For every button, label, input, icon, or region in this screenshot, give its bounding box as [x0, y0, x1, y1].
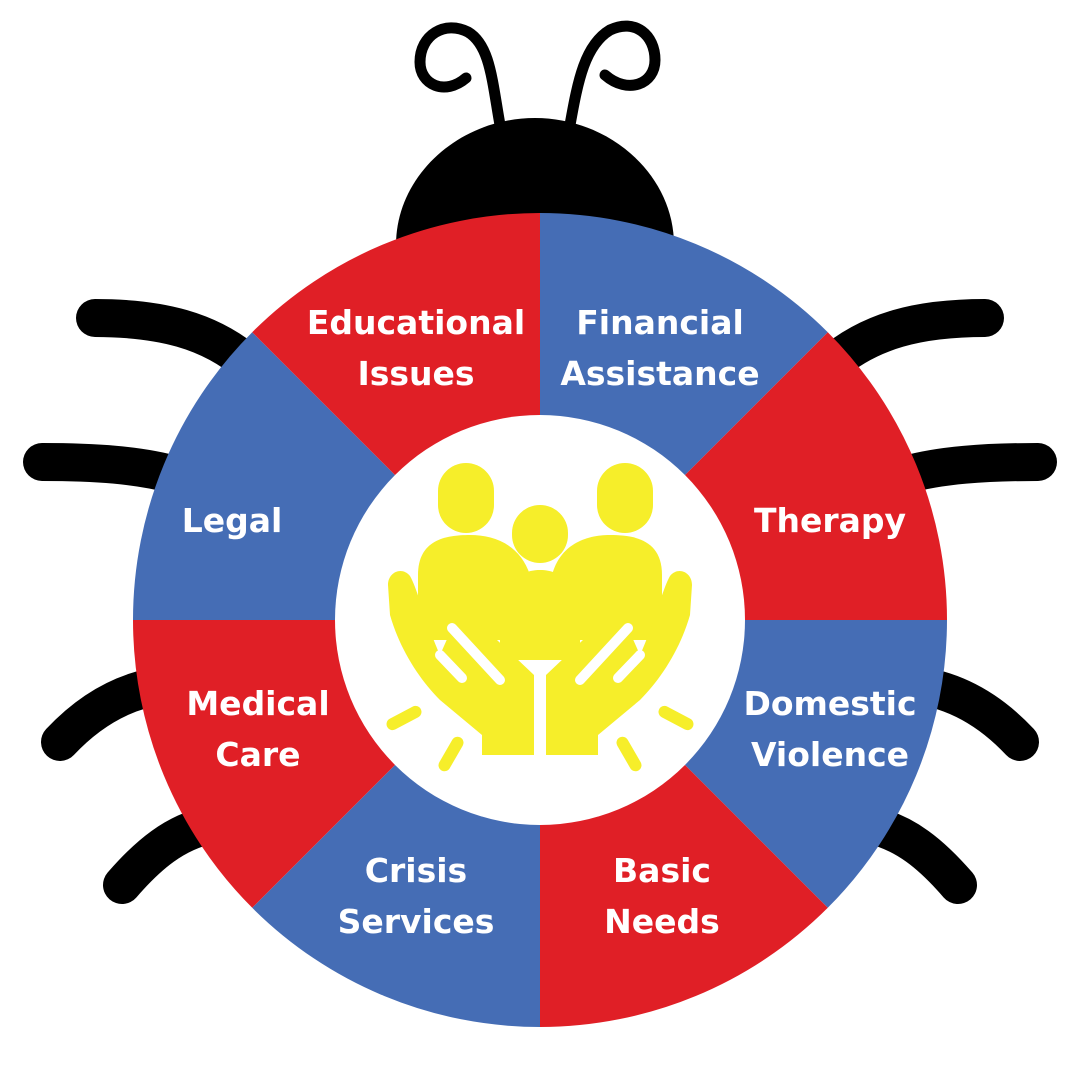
- community-care-hands-icon: [386, 463, 694, 772]
- antenna-left: [414, 22, 506, 131]
- leg-left-1: [76, 299, 269, 384]
- ladybug-head: [396, 118, 674, 245]
- body-segments: [133, 213, 947, 1027]
- antenna-right: [564, 20, 661, 131]
- label-line: Educational: [307, 303, 525, 342]
- segment-legal: [133, 332, 397, 620]
- segment-medical-care: [133, 620, 397, 908]
- icon-detail-lines: [435, 623, 645, 685]
- label-line: Issues: [357, 354, 474, 393]
- label-line: Medical: [186, 684, 329, 723]
- segment-financial-assistance: [540, 213, 828, 477]
- label-therapy: Therapy: [754, 501, 906, 540]
- label-line: Crisis: [365, 851, 467, 890]
- label-line: Care: [215, 735, 300, 774]
- segment-basic-needs: [540, 763, 828, 1027]
- leg-left-2: [23, 443, 194, 494]
- label-line: Therapy: [754, 501, 906, 540]
- label-line: Assistance: [560, 354, 759, 393]
- label-line: Basic: [613, 851, 711, 890]
- label-legal: Legal: [182, 501, 283, 540]
- label-line: Services: [338, 902, 495, 941]
- antennae: [414, 20, 661, 131]
- label-line: Domestic: [743, 684, 916, 723]
- segment-therapy: [683, 332, 947, 620]
- segment-crisis-services: [252, 763, 541, 1027]
- leg-right-2: [886, 443, 1057, 494]
- segment-domestic-violence: [683, 620, 947, 908]
- label-line: Needs: [604, 902, 720, 941]
- legs: [23, 299, 1057, 904]
- label-line: Financial: [576, 303, 744, 342]
- segment-educational-issues: [252, 213, 541, 477]
- leg-right-1: [811, 299, 1004, 384]
- label-line: Legal: [182, 501, 283, 540]
- label-line: Violence: [751, 735, 909, 774]
